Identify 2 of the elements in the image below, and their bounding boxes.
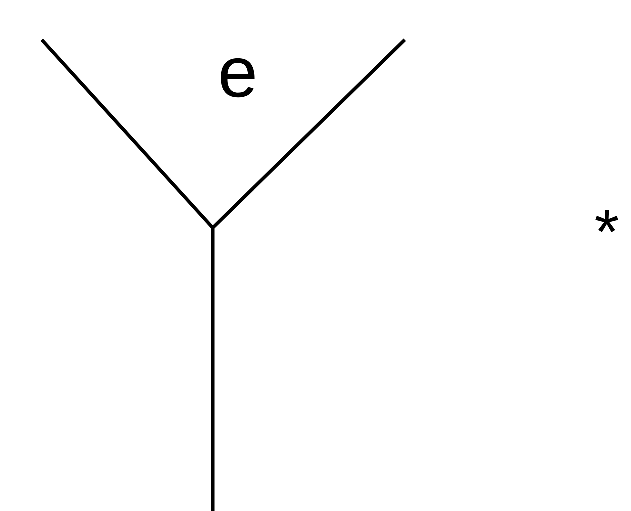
letter-label: e — [221, 58, 255, 98]
letter-label: * — [596, 210, 618, 232]
